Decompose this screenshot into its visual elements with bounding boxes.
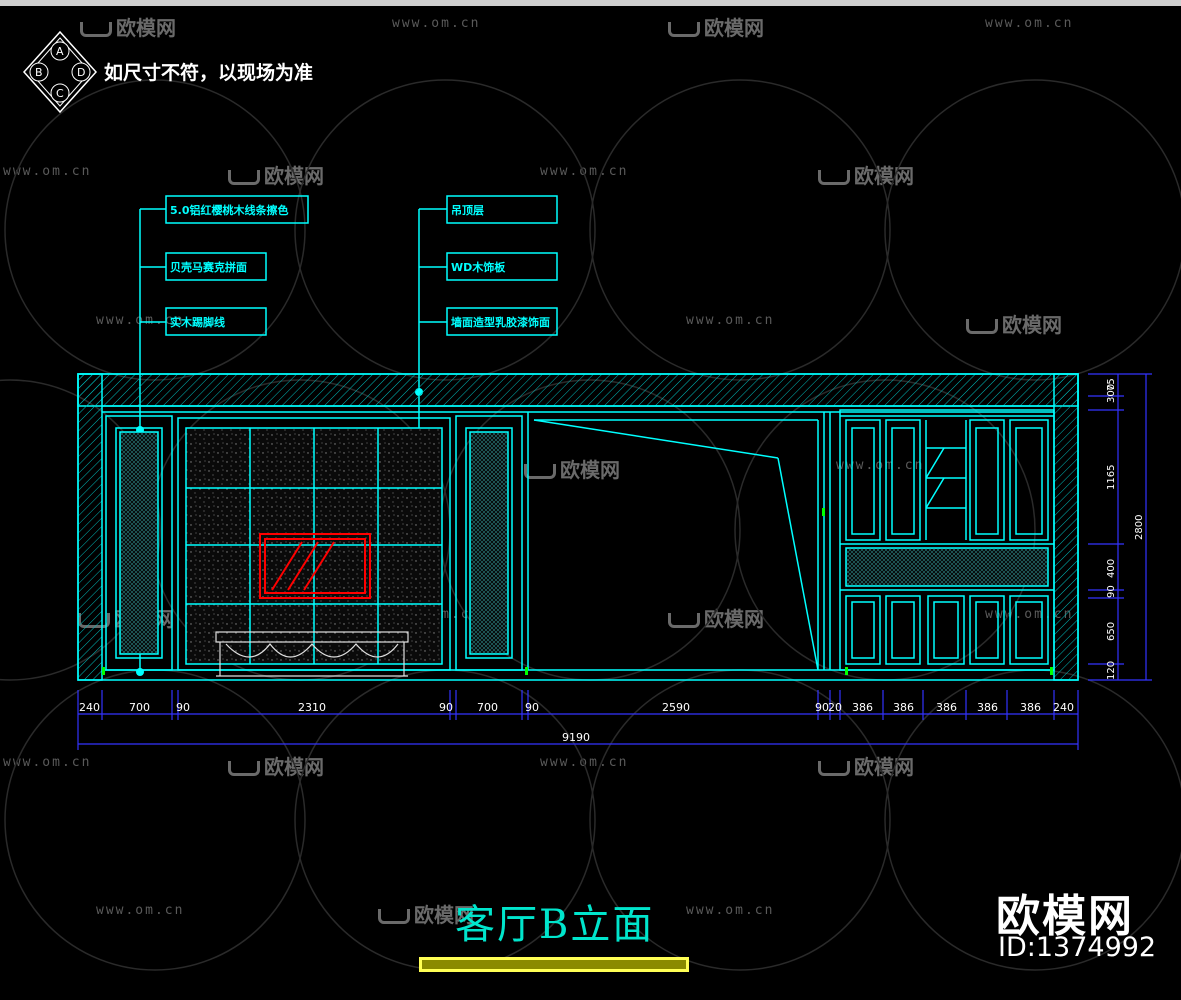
dim-label: 120 — [1106, 661, 1117, 680]
sofa-icon — [818, 761, 850, 776]
dim-label: 400 — [1106, 559, 1117, 578]
dim-label: 90 — [525, 701, 539, 714]
watermark-url: www.om.cn — [3, 755, 92, 770]
logo-brand: 欧模网 — [996, 891, 1134, 942]
sofa-icon — [668, 22, 700, 37]
drawing-title: 客厅B立面 — [455, 902, 655, 948]
watermark-url: www.om.cn — [96, 313, 185, 328]
sofa-icon — [378, 909, 410, 924]
dim-label: 386 — [893, 701, 914, 714]
callout-label: 墙面造型乳胶漆饰面 — [451, 316, 550, 329]
watermark-url: www.om.cn — [96, 903, 185, 918]
dim-label: 2310 — [298, 701, 326, 714]
sofa-icon — [524, 464, 556, 479]
dim-label: 700 — [477, 701, 498, 714]
watermark-brand: 欧模网 — [80, 12, 176, 41]
watermark-brand: 欧模网 — [668, 12, 764, 41]
sofa-icon — [668, 613, 700, 628]
watermark-brand: 欧模网 — [668, 603, 764, 632]
callout-label: WD木饰板 — [451, 261, 506, 274]
watermark-url: www.om.cn — [686, 903, 775, 918]
sofa-icon — [228, 761, 260, 776]
title-underline — [419, 957, 689, 972]
total-width-label: 9190 — [562, 731, 590, 744]
callout-label: 实木踢脚线 — [170, 316, 225, 329]
watermark-brand: 欧模网 — [228, 751, 324, 780]
dim-label: 75 — [1106, 378, 1117, 391]
watermark-url: www.om.cn — [686, 313, 775, 328]
callout-label: 吊顶层 — [451, 204, 484, 217]
watermark-brand: 欧模网 — [966, 309, 1062, 338]
dim-label: 90 — [439, 701, 453, 714]
watermark-url: www.om.cn — [836, 458, 925, 473]
callout-label: 贝壳马赛克拼面 — [170, 261, 247, 274]
dim-label: 300 — [1106, 384, 1117, 403]
callout-label: 5.0铝红樱桃木线条擦色 — [170, 204, 289, 217]
compass-a: A — [56, 45, 64, 58]
dim-label: 386 — [977, 701, 998, 714]
watermark-url: www.om.cn — [985, 16, 1074, 31]
dim-label: 240 — [1053, 701, 1074, 714]
dim-label: 700 — [129, 701, 150, 714]
sofa-icon — [80, 22, 112, 37]
watermark-brand: 欧模网 — [818, 160, 914, 189]
sofa-icon — [818, 170, 850, 185]
dim-label: 650 — [1106, 622, 1117, 641]
header-note: 如尺寸不符，以现场为准 — [104, 62, 314, 84]
dimension-lines — [77, 373, 1152, 750]
sofa-icon — [966, 319, 998, 334]
watermark-brand: 欧模网 — [524, 454, 620, 483]
dimension-ticks — [102, 508, 1053, 675]
compass-icon: A B D C — [22, 30, 98, 114]
compass-c: C — [56, 87, 64, 100]
sofa-icon — [228, 170, 260, 185]
dim-label: 240 — [79, 701, 100, 714]
dim-label: 20 — [828, 701, 842, 714]
compass-d: D — [77, 66, 85, 79]
dim-label: 90 — [1106, 585, 1117, 598]
dim-label: 2590 — [662, 701, 690, 714]
dim-label: 1165 — [1106, 465, 1117, 490]
compass-b: B — [35, 66, 43, 79]
watermark-brand: 欧模网 — [228, 160, 324, 189]
dim-label: 386 — [1020, 701, 1041, 714]
total-height-label: 2800 — [1134, 515, 1145, 540]
window-top-bar — [0, 0, 1181, 6]
wall-elevation — [77, 373, 1079, 681]
logo-id: ID:1374992 — [998, 932, 1157, 963]
watermark-brand: 欧模网 — [818, 751, 914, 780]
dim-label: 90 — [176, 701, 190, 714]
horizontal-dimensions: 240 700 90 2310 90 700 90 2590 90 20 386… — [79, 701, 1074, 744]
watermark-url: www.om.cn — [3, 164, 92, 179]
dim-label: 90 — [815, 701, 829, 714]
tv-icon — [259, 533, 371, 599]
tv-console-icon — [215, 631, 409, 677]
vertical-dimensions: 75 300 1165 400 90 650 120 2800 — [1106, 378, 1145, 680]
dim-label: 386 — [936, 701, 957, 714]
watermark-brand: 欧模网 — [378, 899, 474, 928]
watermark-url: www.om.cn — [392, 16, 481, 31]
dim-label: 386 — [852, 701, 873, 714]
